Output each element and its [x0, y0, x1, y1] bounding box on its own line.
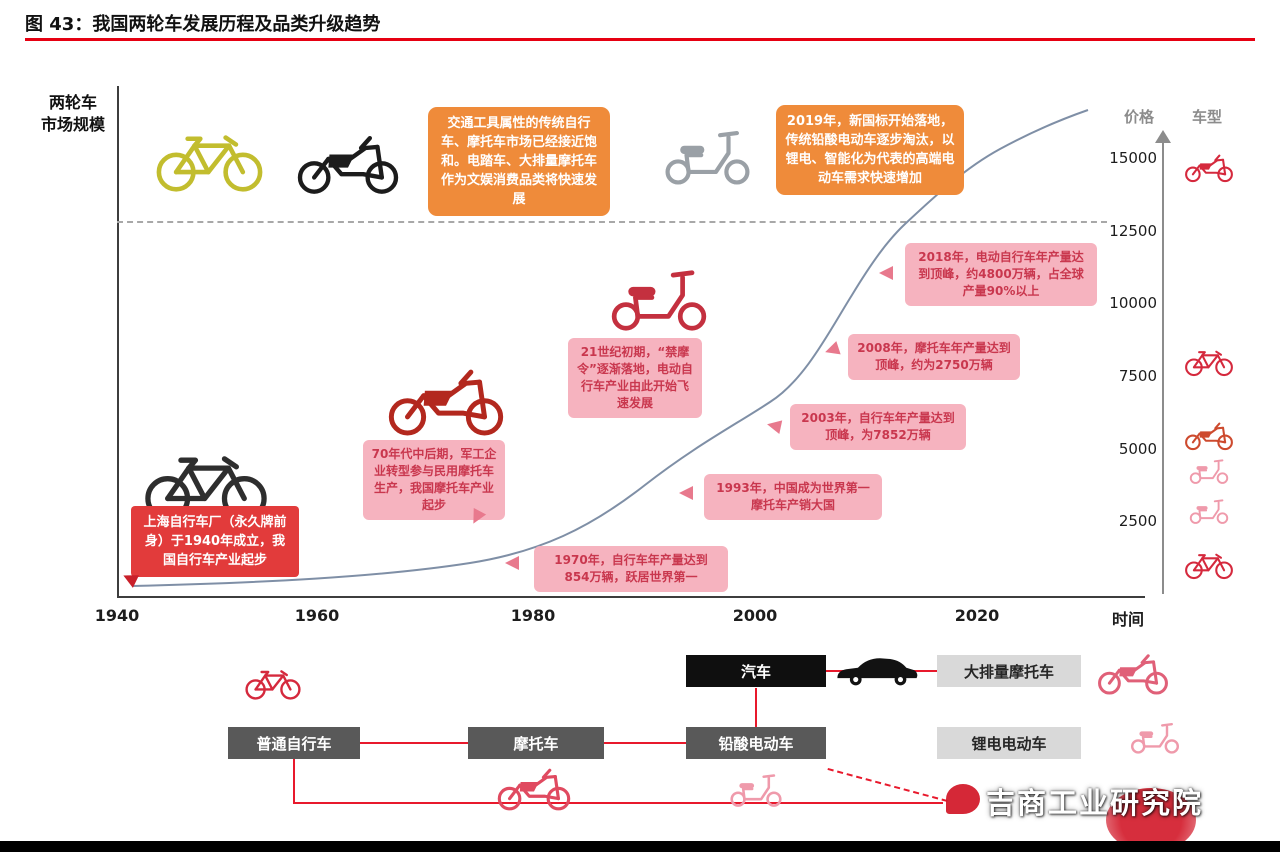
price-tick-7500: 7500: [1118, 367, 1157, 385]
red-scooter-photo: [600, 254, 718, 334]
price-tick-5000: 5000: [1118, 440, 1157, 458]
price-tick-12500: 12500: [1109, 222, 1157, 240]
y-axis-label-line2: 市场规模: [40, 115, 105, 134]
figure-title: 图 43：我国两轮车发展历程及品类升级趋势: [25, 14, 381, 35]
x-tick-2020: 2020: [954, 606, 1000, 625]
flow-node-car: 汽车: [686, 655, 826, 687]
arrow-1993-icon: [672, 486, 693, 500]
callout-2003-bicycle-peak: 2003年，自行车年产量达到顶峰，为7852万辆: [790, 404, 966, 450]
price-tick-10000: 10000: [1109, 294, 1157, 312]
flow-line-bicycle-to-motorcycle: [360, 742, 468, 744]
white-scooter-photo: [655, 116, 760, 188]
scooter-icon: [724, 758, 788, 816]
price-axis-arrow: [1155, 130, 1171, 143]
price-axis-line: [1162, 142, 1164, 594]
car-icon: [833, 650, 921, 690]
callout-2008-motorcycle-peak: 2008年，摩托车年产量达到顶峰，约为2750万辆: [848, 334, 1020, 380]
motorcycle-icon: [1183, 148, 1235, 184]
callout-traditional-saturation: 交通工具属性的传统自行车、摩托车市场已经接近饱和。电踏车、大排量摩托车作为文娱消…: [428, 107, 610, 216]
flow-dashed-leadacid-to-lithium: [827, 768, 948, 803]
yellow-bicycle-photo: [152, 118, 267, 194]
red-motorcycle-photo: [380, 356, 512, 438]
x-tick-2000: 2000: [732, 606, 778, 625]
x-tick-1940: 1940: [94, 606, 140, 625]
flow-line-motorcycle-to-leadacid: [604, 742, 686, 744]
flow-line-bicycle-down: [293, 759, 295, 804]
motorcycle-icon: [494, 760, 574, 812]
x-tick-1980: 1980: [510, 606, 556, 625]
motorcycle-icon: [1095, 645, 1171, 697]
callout-1993-motorcycle-leader: 1993年，中国成为世界第一摩托车产销大国: [704, 474, 882, 520]
saturation-dashed-line: [117, 221, 1107, 223]
callout-2018-ebike-peak: 2018年，电动自行车年产量达到顶峰，约4800万辆，占全球产量90%以上: [905, 243, 1097, 306]
flow-node-ordinary-bicycle: 普通自行车: [228, 727, 360, 759]
x-axis-line: [117, 596, 1145, 598]
bicycle-icon: [243, 660, 303, 702]
y-axis-label: 两轮车 市场规模: [28, 92, 118, 136]
flow-line-car-to-leadacid: [755, 688, 757, 727]
callout-2019-new-standard: 2019年，新国标开始落地，传统铅酸电动车逐步淘汰，以锂电、智能化为代表的高端电…: [776, 105, 964, 195]
callout-1940-shanghai-bicycle: 上海自行车厂（永久牌前身）于1940年成立，我国自行车产业起步: [131, 506, 299, 577]
flow-line-bottom-horizontal: [293, 802, 943, 804]
price-axis-title: 价格: [1124, 108, 1155, 126]
type-axis-title: 车型: [1192, 108, 1223, 126]
motorcycle-icon: [1183, 416, 1235, 452]
bicycle-icon: [1183, 545, 1235, 581]
callout-70s-motorcycle-start: 70年代中后期，军工企业转型参与民用摩托车生产，我国摩托车产业起步: [363, 440, 505, 520]
sport-motorcycle-photo: [293, 124, 403, 196]
flow-node-lithium-ev: 锂电电动车: [937, 727, 1081, 759]
watermark-logo-icon: [946, 784, 980, 814]
y-axis-line: [117, 86, 119, 598]
callout-1970-bicycle-first: 1970年，自行车年产量达到854万辆，跃居世界第一: [534, 546, 728, 592]
x-tick-1960: 1960: [294, 606, 340, 625]
price-tick-2500: 2500: [1118, 512, 1157, 530]
arrow-2018-icon: [872, 266, 893, 280]
flow-node-motorcycle: 摩托车: [468, 727, 604, 759]
x-axis-label: 时间: [1111, 610, 1144, 629]
bottom-bar: [0, 841, 1280, 852]
watermark-text: 吉商工业研究院: [986, 786, 1204, 820]
scooter-icon: [1185, 492, 1233, 526]
arrow-2008-icon: [816, 341, 841, 361]
flow-node-lead-acid-ev: 铅酸电动车: [686, 727, 826, 759]
flow-node-large-motorcycle: 大排量摩托车: [937, 655, 1081, 687]
scooter-icon: [1185, 452, 1233, 486]
title-underline: [25, 38, 1255, 41]
scooter-icon: [1125, 708, 1185, 762]
arrow-1970-icon: [498, 556, 519, 570]
price-tick-15000: 15000: [1109, 149, 1157, 167]
callout-21c-moto-ban: 21世纪初期，“禁摩令”逐渐落地，电动自行车产业由此开始飞速发展: [568, 338, 702, 418]
arrow-2003-icon: [758, 415, 783, 435]
bicycle-icon: [1183, 342, 1235, 378]
y-axis-label-line1: 两轮车: [48, 93, 97, 112]
